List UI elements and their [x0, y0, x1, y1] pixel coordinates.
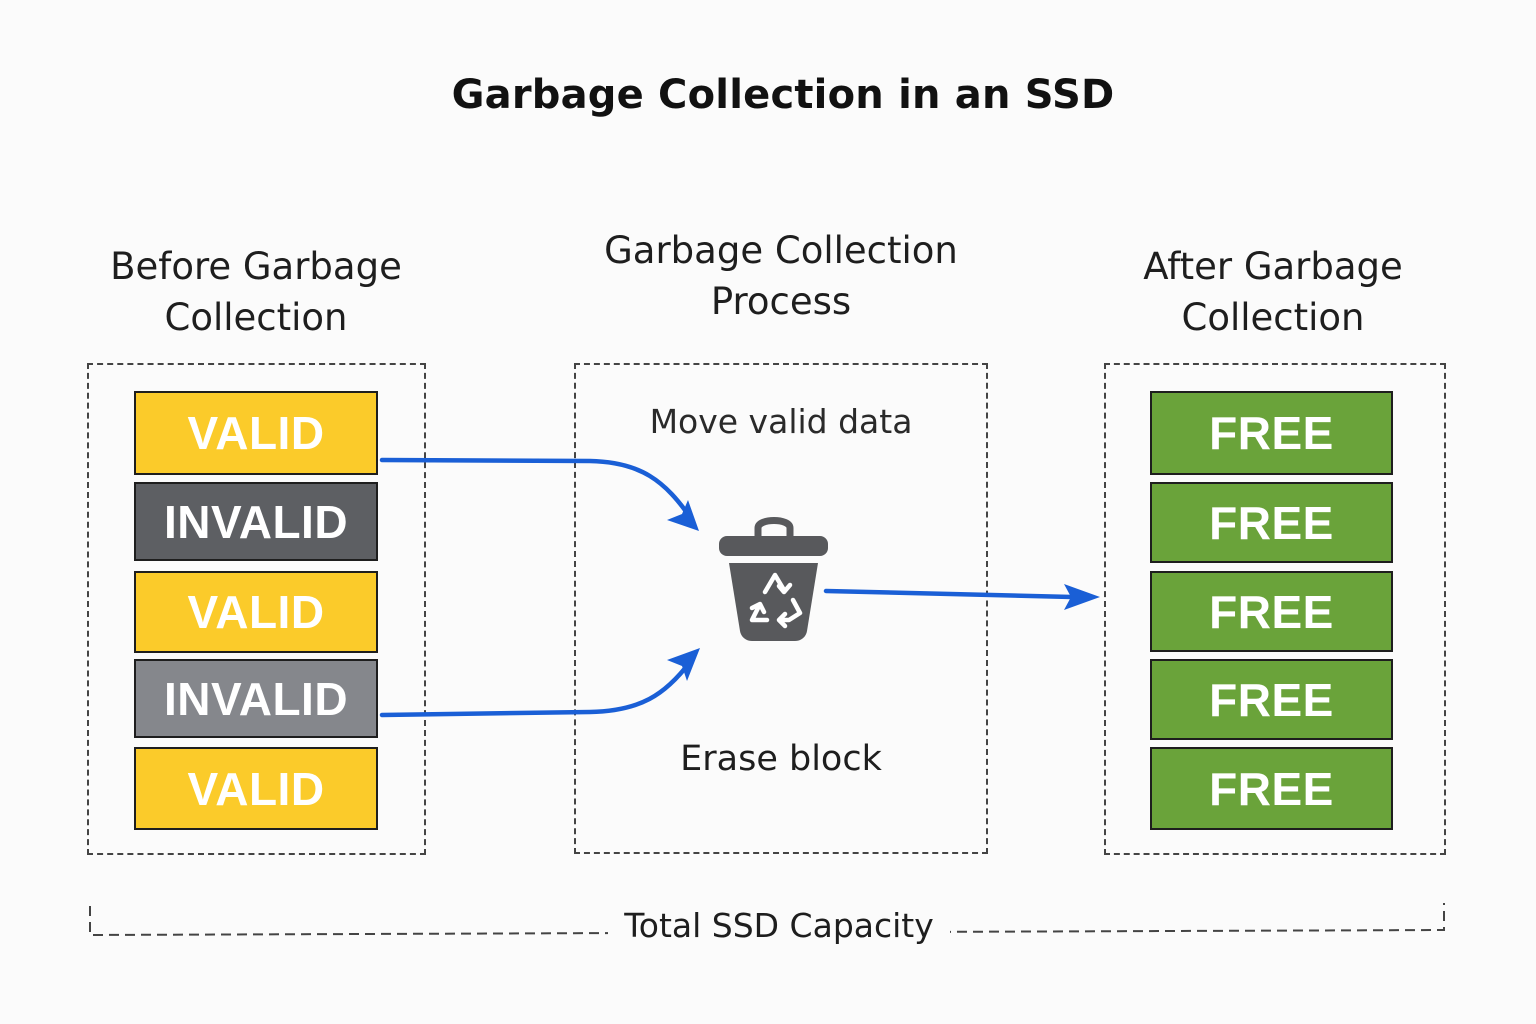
arrow-invalid-to-bin: [379, 659, 693, 718]
after-block-5: FREE: [1150, 747, 1393, 830]
move-valid-data-label: Move valid data: [649, 402, 913, 441]
process-heading-line1: Garbage Collection: [604, 229, 958, 272]
after-heading-line1: After Garbage: [1143, 245, 1403, 288]
erase-block-label: Erase block: [680, 739, 882, 779]
before-block-3: VALID: [134, 571, 378, 653]
total-capacity-label: Total SSD Capacity: [608, 906, 950, 945]
before-panel: [87, 363, 426, 855]
before-block-4: INVALID: [134, 659, 378, 738]
after-block-3: FREE: [1150, 571, 1393, 652]
before-block-2: INVALID: [134, 482, 378, 561]
after-panel: [1104, 363, 1446, 855]
after-heading-line2: Collection: [1181, 296, 1365, 339]
arrow-invalid-to-bin-head: [667, 648, 700, 681]
arrow-valid-to-bin: [379, 457, 695, 523]
process-panel: [574, 363, 988, 854]
after-block-4: FREE: [1150, 659, 1393, 740]
diagram-title: Garbage Collection in an SSD: [451, 72, 1115, 118]
before-heading-line1: Before Garbage: [110, 245, 402, 288]
arrow-valid-to-bin-head: [667, 500, 699, 531]
before-heading-line2: Collection: [164, 296, 348, 339]
arrow-bin-to-after: [823, 588, 1075, 600]
before-block-1: VALID: [134, 391, 378, 475]
after-block-1: FREE: [1150, 391, 1393, 475]
before-heading: Before Garbage Collection: [56, 241, 456, 343]
recycle-bin-icon: [719, 517, 828, 641]
process-heading-line2: Process: [710, 280, 852, 323]
process-heading: Garbage Collection Process: [561, 225, 1001, 327]
after-heading: After Garbage Collection: [1073, 241, 1473, 343]
arrow-bin-to-after-head: [1064, 584, 1100, 610]
after-block-2: FREE: [1150, 482, 1393, 563]
before-block-5: VALID: [134, 747, 378, 830]
